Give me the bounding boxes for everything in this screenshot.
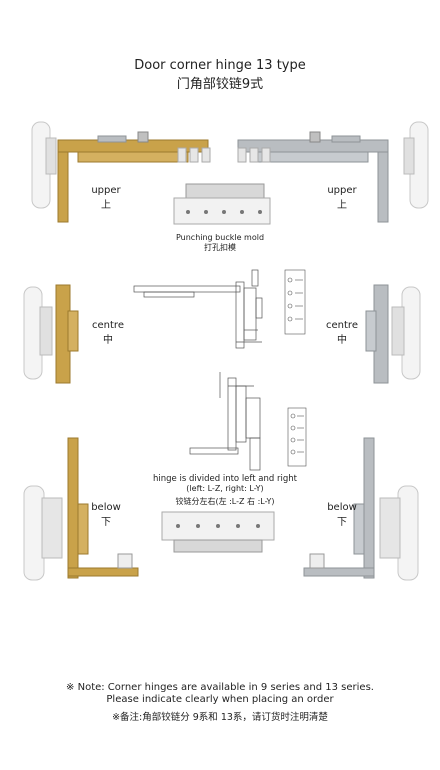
page-title: Door corner hinge 13 type <box>134 58 306 73</box>
divided-caption-line2: (left: L-Z, right: L-Y) <box>186 484 264 493</box>
punching-caption: Punching buckle mold <box>175 233 265 242</box>
footer-note-cn: ※备注:角部铰链分 9系和 13系，请订货时注明清楚 <box>112 712 328 723</box>
below-left-label-cn: 下 <box>101 517 111 528</box>
centre-left-label-cn: 中 <box>103 335 113 346</box>
below-left-label: below <box>91 502 121 513</box>
upper-left-hinge-image <box>31 121 211 223</box>
divided-caption-line1: hinge is divided into left and right <box>153 474 297 484</box>
below-right-label-cn: 下 <box>337 517 347 528</box>
lower-punching-mold-image <box>161 511 275 553</box>
page-title-cn: 门角部铰链9式 <box>176 77 264 92</box>
dimension-strip-upper <box>284 269 306 335</box>
below-right-hinge-image <box>303 437 419 581</box>
upper-right-label-cn: 上 <box>337 200 347 211</box>
below-left-hinge-image <box>23 437 139 581</box>
centre-right-label-cn: 中 <box>337 335 347 346</box>
centre-right-label: centre <box>326 320 358 331</box>
below-right-label: below <box>327 502 357 513</box>
footer-note-line2: Please indicate clearly when placing an … <box>106 694 334 705</box>
dimension-strip-lower <box>287 407 307 467</box>
centre-left-label: centre <box>92 320 124 331</box>
centre-left-hinge-image <box>23 284 79 384</box>
divided-caption-cn: 铰链分左右(左 :L-Z 右 :L-Y) <box>175 497 275 506</box>
centre-right-hinge-image <box>365 284 421 384</box>
upper-right-hinge-image <box>237 121 429 223</box>
punching-caption-cn: 打孔扣模 <box>204 243 236 252</box>
footer-note-line1: ※ Note: Corner hinges are available in 9… <box>66 682 374 693</box>
technical-drawing-lower <box>189 372 261 471</box>
technical-drawing-upper <box>133 269 263 349</box>
upper-right-label: upper <box>327 185 357 196</box>
upper-left-label-cn: 上 <box>101 200 111 211</box>
upper-left-label: upper <box>91 185 121 196</box>
punching-buckle-mold-image <box>173 183 271 225</box>
